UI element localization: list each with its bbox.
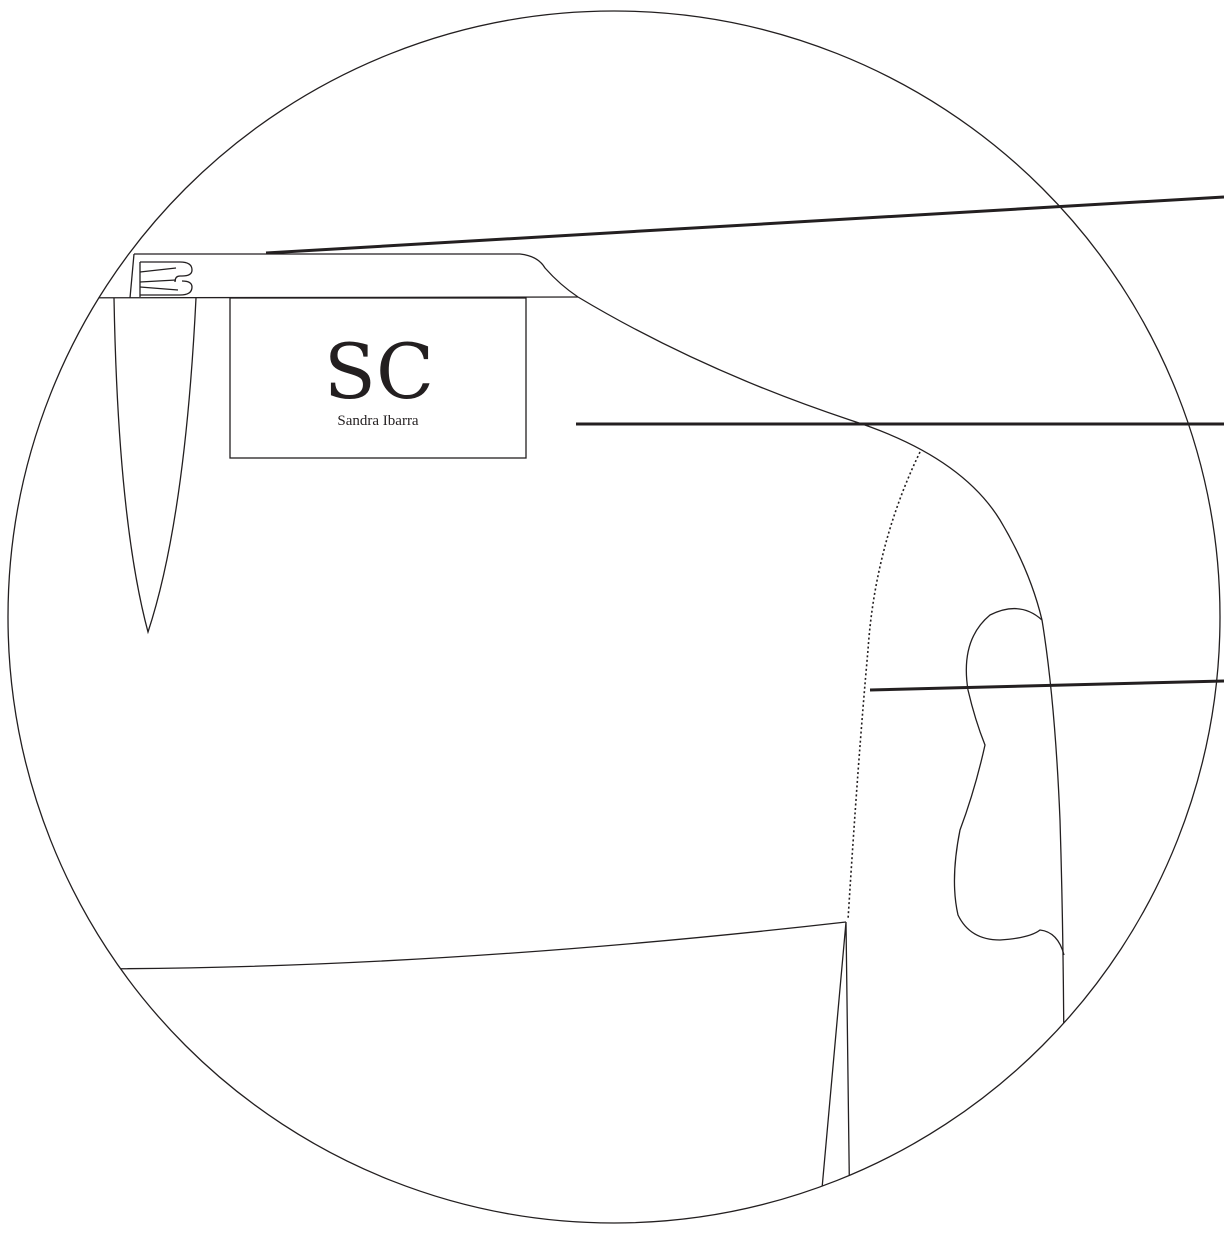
brand-name-text: Sandra Ibarra	[337, 413, 419, 429]
monogram-text: SC	[324, 327, 434, 416]
magnifier-circle	[7, 10, 1221, 1224]
brand-label-box	[229, 297, 527, 459]
leader-line-sleeve	[869, 679, 1224, 692]
collar-left-edge	[129, 253, 135, 299]
garment-drawing	[8, 253, 1065, 1223]
shoulder-seam	[577, 296, 1043, 621]
inner-shape	[953, 608, 1065, 956]
hanger-loop-icon	[139, 261, 193, 297]
collar-band	[134, 253, 579, 298]
leader-line-collar	[265, 195, 1224, 255]
sleeve-seam	[1041, 619, 1065, 1101]
bottom-curve	[847, 1159, 906, 1196]
placket	[113, 297, 197, 635]
topstitch-line	[847, 451, 921, 921]
hem-line	[8, 921, 847, 970]
